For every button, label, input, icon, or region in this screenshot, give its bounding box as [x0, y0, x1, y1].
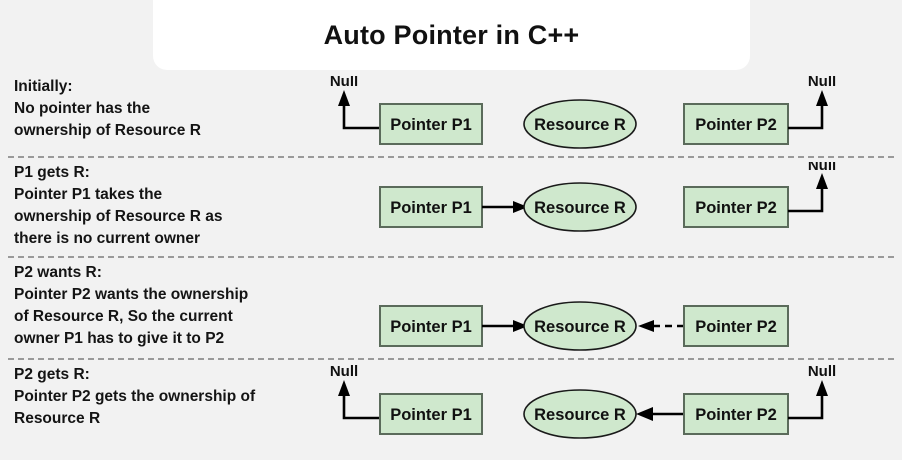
- page-title: Auto Pointer in C++: [323, 19, 580, 50]
- step-row-initially: Initially: No pointer has the ownership …: [0, 76, 902, 156]
- step-body-line: ownership of Resource R as: [14, 208, 223, 225]
- p2-null-arrowhead: [816, 90, 828, 106]
- resource-r-label: Resource R: [534, 199, 626, 217]
- p2-null-arrowhead: [816, 173, 828, 189]
- step-body-line: Pointer P1 takes the: [14, 186, 163, 203]
- step-row-p1-gets-r: P1 gets R: Pointer P1 takes the ownershi…: [0, 162, 902, 254]
- pointer-p2-box[interactable]: [683, 103, 789, 145]
- row-separator-1: [8, 156, 894, 158]
- step-body-line: owner P1 has to give it to P2: [14, 330, 225, 347]
- p1-to-null-connector: [342, 104, 380, 130]
- pointer-p1-label: Pointer P1: [390, 406, 472, 424]
- pointer-p1-box[interactable]: [379, 103, 483, 145]
- step-heading: Initially:: [14, 78, 73, 95]
- step-heading: P2 gets R:: [14, 366, 90, 383]
- step-description-p2-gets-r: P2 gets R: Pointer P2 gets the ownership…: [14, 364, 324, 430]
- resource-r-label: Resource R: [534, 318, 626, 336]
- title-card: Auto Pointer in C++: [153, 0, 750, 70]
- pointer-p2-box[interactable]: [683, 393, 789, 435]
- row-separator-2: [8, 256, 894, 258]
- step-body-line: there is no current owner: [14, 230, 201, 247]
- step-body-line: Pointer P2 wants the ownership: [14, 286, 249, 303]
- p1-null-label: Null: [330, 364, 358, 380]
- step-body-line: of Resource R, So the current: [14, 308, 233, 325]
- p1-null-arrowhead: [338, 90, 350, 106]
- step-body-line: No pointer has the: [14, 100, 151, 117]
- p2-resource-arrowhead: [636, 407, 653, 421]
- p2-null-label: Null: [808, 364, 836, 380]
- pointer-p1-label: Pointer P1: [390, 199, 472, 217]
- step-row-p2-wants-r: P2 wants R: Pointer P2 wants the ownersh…: [0, 262, 902, 356]
- pointer-p2-label: Pointer P2: [695, 406, 777, 424]
- step-heading: P2 wants R:: [14, 264, 102, 281]
- pointer-p1-box[interactable]: [379, 393, 483, 435]
- step-heading: P1 gets R:: [14, 164, 90, 181]
- pointer-p2-label: Pointer P2: [695, 116, 777, 134]
- p2-to-null-connector: [788, 187, 824, 213]
- pointer-p1-box[interactable]: [379, 186, 483, 228]
- p2-to-null-connector: [788, 104, 824, 130]
- pointer-p2-label: Pointer P2: [695, 318, 777, 336]
- p1-null-arrowhead: [338, 380, 350, 396]
- pointer-p2-box[interactable]: [683, 305, 789, 347]
- step-body-line: Resource R: [14, 410, 101, 427]
- resource-r-ellipse[interactable]: [523, 99, 637, 149]
- pointer-p1-label: Pointer P1: [390, 318, 472, 336]
- step-description-initially: Initially: No pointer has the ownership …: [14, 76, 324, 142]
- step-body-line: ownership of Resource R: [14, 122, 201, 139]
- pointer-p2-label: Pointer P2: [695, 199, 777, 217]
- pointer-p2-box[interactable]: [683, 186, 789, 228]
- step-diagram-initially: Null Pointer P1 Resource R Pointer P2 Nu…: [322, 76, 902, 156]
- row-separator-3: [8, 358, 894, 360]
- p2-null-label: Null: [808, 162, 836, 174]
- p2-resource-arrowhead: [638, 320, 654, 332]
- step-diagram-p2-wants-r: Pointer P1 Resource R Pointer P2: [322, 262, 902, 356]
- p1-resource-arrowhead: [513, 201, 528, 213]
- p2-to-null-connector: [788, 394, 824, 420]
- step-row-p2-gets-r: P2 gets R: Pointer P2 gets the ownership…: [0, 364, 902, 458]
- p1-to-null-connector: [342, 394, 380, 420]
- resource-r-ellipse[interactable]: [523, 301, 637, 351]
- resource-r-label: Resource R: [534, 116, 626, 134]
- p1-resource-arrowhead: [513, 320, 528, 332]
- step-description-p2-wants-r: P2 wants R: Pointer P2 wants the ownersh…: [14, 262, 324, 350]
- step-body-line: Pointer P2 gets the ownership of: [14, 388, 256, 405]
- p2-null-arrowhead: [816, 380, 828, 396]
- resource-r-ellipse[interactable]: [523, 182, 637, 232]
- step-diagram-p2-gets-r: Null Pointer P1 Resource R Pointer P2 Nu…: [322, 364, 902, 458]
- step-description-p1-gets-r: P1 gets R: Pointer P1 takes the ownershi…: [14, 162, 324, 250]
- p1-null-label: Null: [330, 76, 358, 90]
- p2-null-label: Null: [808, 76, 836, 90]
- pointer-p1-label: Pointer P1: [390, 116, 472, 134]
- step-diagram-p1-gets-r: Pointer P1 Resource R Pointer P2 Null: [322, 162, 902, 254]
- resource-r-label: Resource R: [534, 406, 626, 424]
